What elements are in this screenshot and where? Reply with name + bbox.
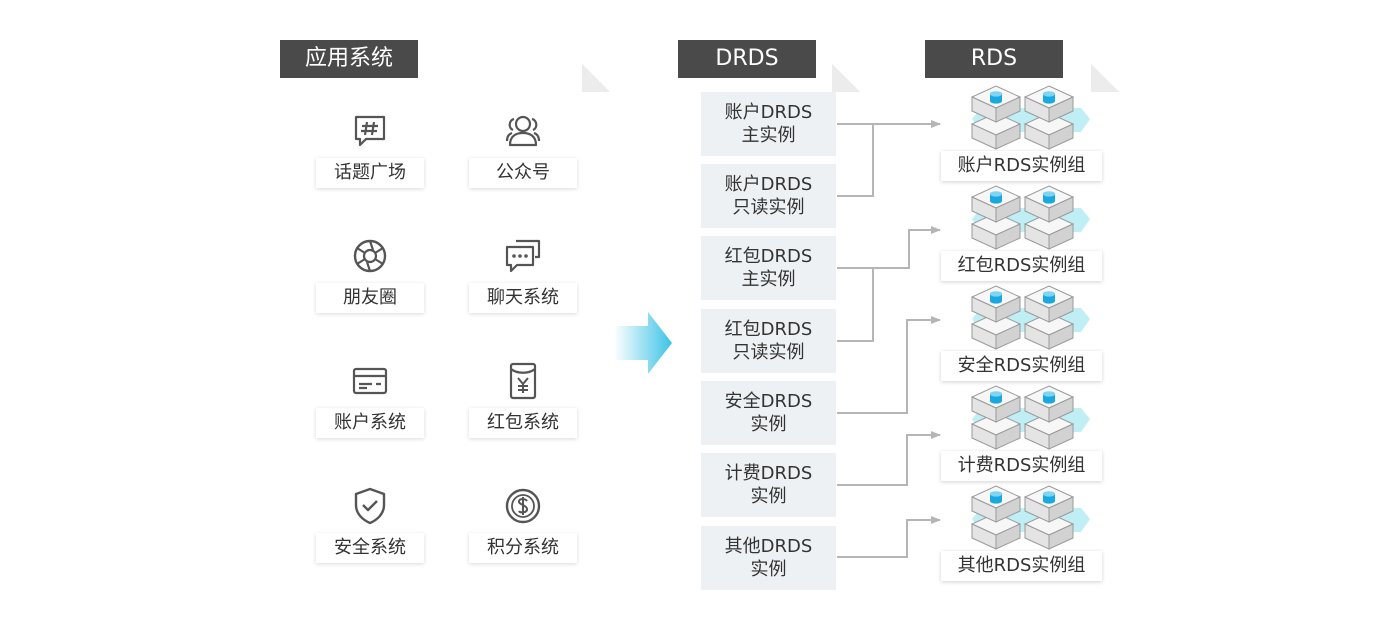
dollar-coin-icon xyxy=(503,486,543,526)
drds-instance-name: 红包DRDS xyxy=(724,246,813,267)
tile-moments[interactable]: 朋友圈 xyxy=(302,222,438,326)
tile-label: 朋友圈 xyxy=(316,283,424,313)
rds-group-label: 账户RDS实例组 xyxy=(941,151,1102,181)
drds-instance-name: 计费DRDS xyxy=(724,463,813,484)
drds-panel-fold xyxy=(832,64,860,92)
connector-other xyxy=(837,516,941,558)
drds-instance[interactable]: 账户DRDS 只读实例 xyxy=(701,164,836,228)
rds-header: RDS xyxy=(925,40,1063,78)
drds-instance-name: 其他DRDS xyxy=(724,536,813,557)
rds-group-label: 红包RDS实例组 xyxy=(941,251,1102,281)
red-envelope-yen-icon xyxy=(503,361,543,401)
drds-instance-role: 主实例 xyxy=(741,269,796,290)
drds-instance-role: 实例 xyxy=(750,486,787,507)
tile-label: 聊天系统 xyxy=(469,283,577,313)
shield-check-icon xyxy=(350,486,390,526)
tile-label: 积分系统 xyxy=(469,533,577,563)
drds-instance-name: 安全DRDS xyxy=(724,391,813,412)
tile-label: 安全系统 xyxy=(316,533,424,563)
connector-redpacket xyxy=(837,230,940,342)
app-system-panel-fold xyxy=(582,64,610,92)
tile-account-system[interactable]: 账户系统 xyxy=(302,347,438,451)
drds-instance-name: 账户DRDS xyxy=(724,102,813,123)
db-cluster-icon xyxy=(970,485,1090,550)
users-icon xyxy=(503,111,543,151)
camera-aperture-icon xyxy=(350,236,390,276)
drds-instance-name: 红包DRDS xyxy=(724,319,813,340)
drds-instance-name: 账户DRDS xyxy=(724,174,813,195)
db-cluster-icon xyxy=(970,85,1090,150)
connector-billing xyxy=(837,431,941,486)
drds-instance[interactable]: 计费DRDS 实例 xyxy=(701,453,836,517)
drds-instance-role: 实例 xyxy=(750,559,787,580)
tile-red-envelope-system[interactable]: 红包系统 xyxy=(455,347,591,451)
drds-instance[interactable]: 红包DRDS 只读实例 xyxy=(701,309,836,373)
tile-topic-square[interactable]: 话题广场 xyxy=(302,97,438,201)
drds-instance-role: 只读实例 xyxy=(732,342,805,363)
rds-panel-fold xyxy=(1091,64,1119,92)
tile-chat-system[interactable]: 聊天系统 xyxy=(455,222,591,326)
drds-instance[interactable]: 安全DRDS 实例 xyxy=(701,381,836,445)
drds-instance-role: 主实例 xyxy=(741,125,796,146)
connector-security xyxy=(837,316,941,414)
card-icon xyxy=(350,361,390,401)
rds-group-label: 安全RDS实例组 xyxy=(941,351,1102,381)
tile-points-system[interactable]: 积分系统 xyxy=(455,472,591,576)
tile-label: 红包系统 xyxy=(469,408,577,438)
drds-instance[interactable]: 其他DRDS 实例 xyxy=(701,526,836,590)
db-cluster-icon xyxy=(970,285,1090,350)
drds-instance-role: 实例 xyxy=(750,414,787,435)
chat-bubbles-icon xyxy=(503,236,543,276)
drds-instance[interactable]: 红包DRDS 主实例 xyxy=(701,236,836,300)
app-system-header: 应用系统 xyxy=(280,40,418,78)
drds-header: DRDS xyxy=(678,40,816,78)
rds-group-label: 计费RDS实例组 xyxy=(941,451,1102,481)
rds-group-label: 其他RDS实例组 xyxy=(941,551,1102,581)
tile-label: 公众号 xyxy=(469,158,577,188)
drds-instance[interactable]: 账户DRDS 主实例 xyxy=(701,92,836,156)
hash-chat-icon xyxy=(350,111,390,151)
tile-label: 账户系统 xyxy=(316,408,424,438)
db-cluster-icon xyxy=(970,185,1090,250)
db-cluster-icon xyxy=(970,385,1090,450)
tile-label: 话题广场 xyxy=(316,158,424,188)
tile-official-account[interactable]: 公众号 xyxy=(455,97,591,201)
drds-instance-role: 只读实例 xyxy=(732,197,805,218)
tile-security-system[interactable]: 安全系统 xyxy=(302,472,438,576)
connector-account xyxy=(837,124,940,197)
